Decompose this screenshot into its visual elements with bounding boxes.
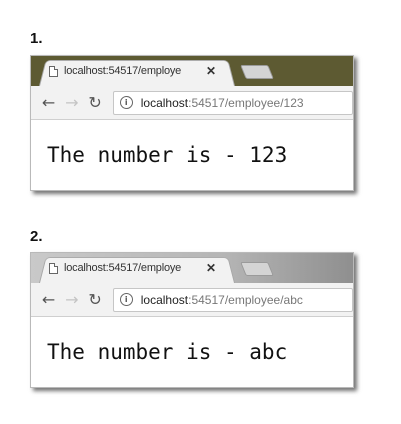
close-tab-icon[interactable]: ✕ [206,261,217,275]
tab-title: localhost:54517/employe [64,65,182,77]
url-host: localhost [140,95,189,110]
close-tab-icon[interactable]: ✕ [206,64,217,78]
new-tab-button[interactable] [240,65,274,79]
page-viewport: The number is - 123 [31,120,353,190]
reload-icon[interactable]: ↻ [88,93,102,112]
tab-title: localhost:54517/employe [64,262,182,274]
page-icon [49,262,58,274]
back-icon[interactable]: ← [41,290,56,309]
page-text: The number is - abc [47,340,288,364]
step-label-1: 1. [30,30,43,47]
toolbar: ← → ↻ i localhost:54517/employee/123 [31,86,354,120]
url-path: :54517/employee/abc [188,292,303,307]
page-viewport: The number is - abc [31,317,353,387]
browser-window-1: localhost:54517/employe ✕ ← → ↻ i localh… [30,55,354,191]
browser-window-2: localhost:54517/employe ✕ ← → ↻ i localh… [30,252,354,388]
page-icon [49,65,58,77]
active-tab[interactable]: localhost:54517/employe ✕ [49,56,233,86]
url-host: localhost [140,292,189,307]
forward-icon[interactable]: → [65,290,79,309]
address-bar[interactable]: i localhost:54517/employee/abc [112,287,354,312]
toolbar: ← → ↻ i localhost:54517/employee/abc [31,283,354,317]
step-label-2: 2. [30,228,43,245]
url-text[interactable]: localhost:54517/employee/abc [141,293,303,307]
back-icon[interactable]: ← [41,93,56,112]
url-path: :54517/employee/123 [188,95,304,110]
info-icon[interactable]: i [119,293,133,306]
forward-icon[interactable]: → [65,93,79,112]
tab-strip: localhost:54517/employe ✕ [31,56,353,86]
address-bar[interactable]: i localhost:54517/employee/123 [112,90,354,115]
new-tab-button[interactable] [240,262,274,276]
url-text[interactable]: localhost:54517/employee/123 [141,96,304,110]
reload-icon[interactable]: ↻ [88,290,102,309]
page-text: The number is - 123 [47,143,288,167]
active-tab[interactable]: localhost:54517/employe ✕ [49,253,233,283]
info-icon[interactable]: i [119,96,133,109]
tab-strip: localhost:54517/employe ✕ [31,253,353,283]
